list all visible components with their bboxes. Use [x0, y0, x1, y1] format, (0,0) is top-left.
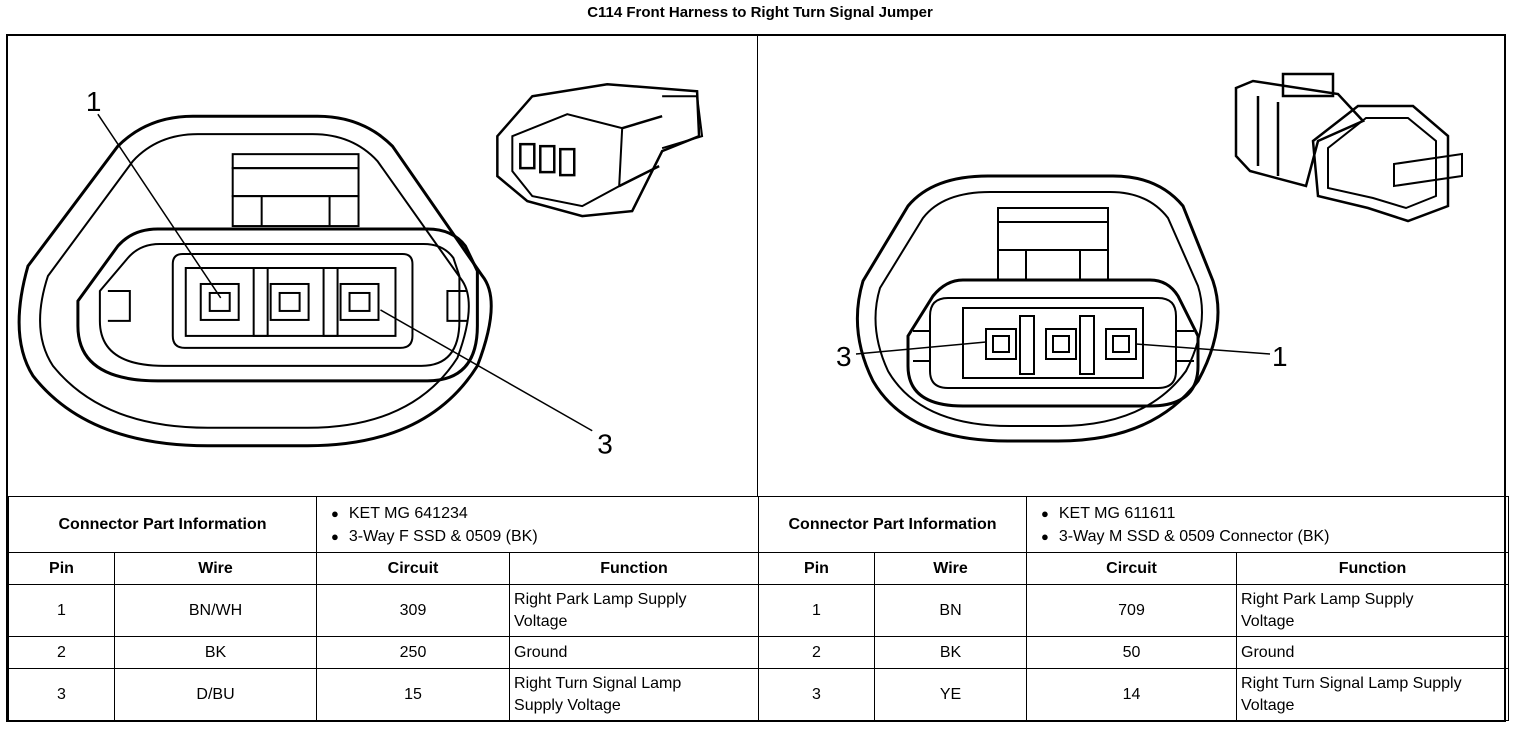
part-info-label: Connector Part Information	[7, 496, 318, 553]
part-description: 3-Way F SSD & 0509 (BK)	[331, 525, 758, 548]
function-line: Voltage	[514, 612, 568, 630]
part-info-row: Connector Part Information KET MG 611611…	[757, 496, 1510, 553]
pin-cell: 2	[758, 636, 875, 669]
female-connector-drawing: 1 3	[8, 36, 758, 496]
circuit-cell: 309	[316, 584, 511, 637]
male-connector-face-illustration: 3 1	[836, 72, 1463, 443]
circuit-cell: 250	[316, 636, 511, 669]
part-info-values: KET MG 611611 3-Way M SSD & 0509 Connect…	[1026, 496, 1510, 553]
male-connector-drawing: 3 1	[758, 36, 1508, 496]
table-row: 2 BK 250 Ground	[8, 636, 760, 669]
connector-sheet: 1 3	[6, 34, 1510, 722]
pin-cell: 1	[8, 584, 115, 637]
callout-pin-1: 1	[86, 86, 102, 117]
function-line: Right Park Lamp Supply	[1241, 590, 1414, 608]
header-function: Function	[1236, 552, 1510, 585]
wire-cell: YE	[873, 668, 1028, 721]
callout-pin-3: 3	[836, 341, 852, 372]
function-line: Voltage	[1241, 696, 1295, 714]
header-pin: Pin	[758, 552, 875, 585]
function-cell: Ground	[1236, 636, 1510, 669]
function-line: Supply Voltage	[514, 696, 621, 714]
wire-cell: BK	[873, 636, 1028, 669]
part-number: KET MG 641234	[331, 502, 758, 525]
part-description: 3-Way M SSD & 0509 Connector (BK)	[1041, 525, 1508, 548]
part-info-label: Connector Part Information	[757, 496, 1028, 553]
pin-cell: 2	[8, 636, 115, 669]
female-connector-pinout-table: Connector Part Information KET MG 641234…	[7, 496, 760, 721]
part-number: KET MG 611611	[1041, 502, 1508, 525]
callout-pin-3: 3	[597, 429, 613, 460]
pin-cell: 3	[758, 668, 875, 721]
function-line: Right Turn Signal Lamp Supply	[1241, 674, 1462, 692]
function-line: Voltage	[1241, 612, 1295, 630]
pin-cell: 3	[8, 668, 115, 721]
part-info-values: KET MG 641234 3-Way F SSD & 0509 (BK)	[316, 496, 760, 553]
female-connector-face-illustration: 1 3	[17, 82, 704, 460]
page-title: C114 Front Harness to Right Turn Signal …	[587, 4, 933, 21]
callout-pin-1: 1	[1272, 341, 1288, 372]
header-function: Function	[509, 552, 760, 585]
table-row: 2 BK 50 Ground	[758, 636, 1510, 669]
function-line: Right Turn Signal Lamp	[514, 674, 682, 692]
part-info-row: Connector Part Information KET MG 641234…	[7, 496, 760, 553]
circuit-cell: 709	[1026, 584, 1238, 637]
header-circuit: Circuit	[316, 552, 511, 585]
wire-cell: BN	[873, 584, 1028, 637]
wire-cell: BK	[113, 636, 318, 669]
header-wire: Wire	[113, 552, 318, 585]
header-circuit: Circuit	[1026, 552, 1238, 585]
table-header-row: Pin Wire Circuit Function	[758, 552, 1510, 585]
circuit-cell: 14	[1026, 668, 1238, 721]
wire-cell: D/BU	[113, 668, 318, 721]
pin-cell: 1	[758, 584, 875, 637]
header-wire: Wire	[873, 552, 1028, 585]
wire-cell: BN/WH	[113, 584, 318, 637]
function-cell: Ground	[509, 636, 760, 669]
table-header-row: Pin Wire Circuit Function	[8, 552, 760, 585]
circuit-cell: 15	[316, 668, 511, 721]
function-line: Right Park Lamp Supply	[514, 590, 687, 608]
header-pin: Pin	[8, 552, 115, 585]
male-connector-pinout-table: Connector Part Information KET MG 611611…	[757, 496, 1510, 721]
circuit-cell: 50	[1026, 636, 1238, 669]
